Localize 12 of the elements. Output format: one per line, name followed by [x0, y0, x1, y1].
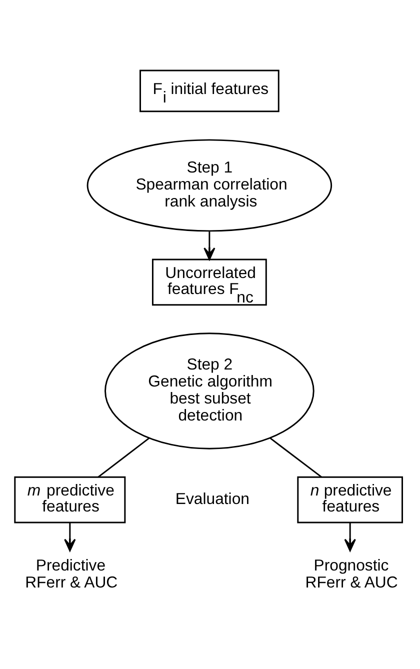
label: Evaluation	[175, 490, 250, 508]
node-ellipse: Step 1 Spearman correlation rank analysis	[86, 139, 332, 232]
node-box: m predictive features	[14, 476, 126, 524]
arrow	[64, 522, 76, 552]
connector	[270, 438, 322, 478]
node-box: n predictive features	[297, 476, 403, 524]
arrow	[204, 232, 216, 260]
node-ellipse: Step 2 Genetic algorithm best subset detection	[104, 332, 314, 450]
node-text: Predictive RFerr & AUC	[25, 557, 118, 592]
node-text: Prognostic RFerr & AUC	[305, 557, 398, 592]
arrow	[344, 522, 356, 552]
connector	[98, 438, 150, 478]
